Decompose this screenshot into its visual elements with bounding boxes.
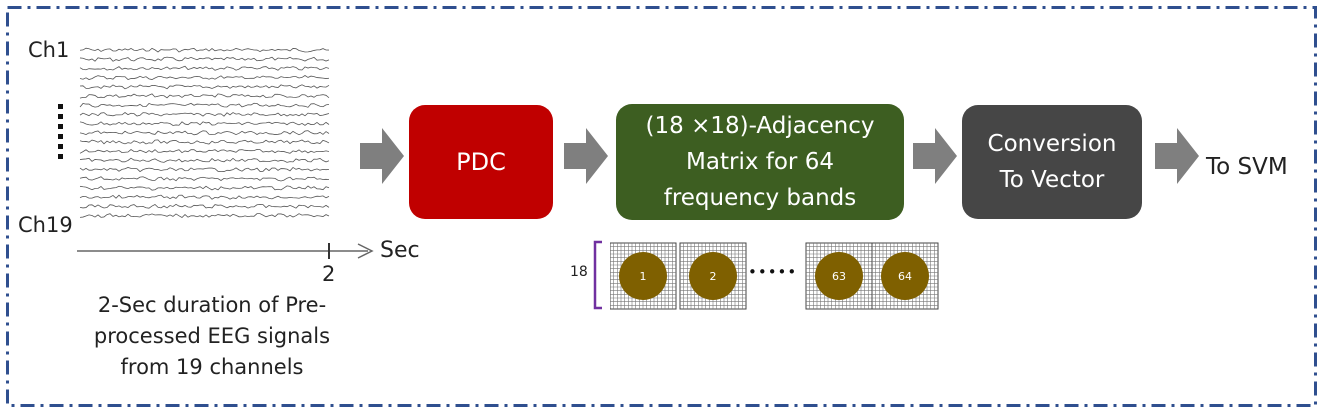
eeg-trace bbox=[79, 194, 330, 200]
matrix-tile: 2 bbox=[679, 242, 747, 310]
eeg-trace bbox=[79, 148, 330, 154]
flow-arrow-2 bbox=[564, 128, 608, 184]
eeg-trace bbox=[79, 112, 330, 117]
eeg-trace bbox=[79, 65, 330, 71]
eeg-trace bbox=[79, 166, 330, 173]
eeg-trace bbox=[79, 102, 330, 108]
frequency-band-number: 1 bbox=[640, 270, 647, 283]
flow-arrow-4 bbox=[1155, 128, 1199, 184]
eeg-trace bbox=[79, 185, 330, 191]
frequency-band-number: 2 bbox=[710, 270, 717, 283]
eeg-trace bbox=[79, 75, 330, 80]
time-axis-tick-label: 2 bbox=[322, 262, 336, 286]
frequency-band-circle bbox=[689, 252, 737, 300]
matrix-ellipsis: ••••• bbox=[748, 263, 798, 281]
eeg-trace bbox=[79, 121, 330, 126]
eeg-trace bbox=[79, 56, 330, 62]
matrix-tile: 63 bbox=[805, 242, 873, 310]
time-axis-arrowhead bbox=[357, 243, 374, 259]
adjacency-matrix-block: (18 ×18)-Adjacency Matrix for 64 frequen… bbox=[616, 104, 904, 220]
channel-ellipsis-dots bbox=[58, 104, 63, 159]
frequency-band-circle bbox=[881, 252, 929, 300]
frequency-band-number: 63 bbox=[832, 270, 846, 283]
eeg-trace bbox=[79, 84, 330, 90]
frequency-band-number: 64 bbox=[898, 270, 912, 283]
eeg-trace bbox=[79, 130, 330, 136]
eeg-trace bbox=[79, 93, 330, 99]
eeg-trace bbox=[79, 157, 330, 163]
channel-label-first: Ch1 bbox=[28, 38, 70, 62]
matrix-size-bracket bbox=[593, 240, 602, 310]
conversion-to-vector-block: Conversion To Vector bbox=[962, 105, 1142, 219]
output-label: To SVM bbox=[1206, 154, 1288, 180]
eeg-trace bbox=[79, 47, 330, 53]
frequency-band-circle bbox=[815, 252, 863, 300]
matrix-tile: 64 bbox=[871, 242, 939, 310]
eeg-signal-plot bbox=[58, 47, 374, 259]
pdc-block: PDC bbox=[409, 105, 553, 219]
eeg-caption: 2-Sec duration of Pre- processed EEG sig… bbox=[93, 293, 331, 379]
adjacency-matrices: 1 2 63 64 bbox=[610, 242, 939, 310]
matrix-size-label: 18 bbox=[570, 264, 588, 280]
eeg-traces bbox=[79, 47, 330, 219]
flow-arrow-3 bbox=[913, 128, 957, 184]
matrix-tile: 1 bbox=[610, 242, 677, 310]
eeg-trace bbox=[79, 176, 330, 182]
frequency-band-circle bbox=[619, 252, 667, 300]
dash-dot-frame bbox=[6, 6, 1317, 407]
channel-label-last: Ch19 bbox=[18, 213, 73, 237]
time-axis-unit: Sec bbox=[380, 238, 420, 263]
eeg-trace bbox=[79, 213, 330, 219]
eeg-trace bbox=[79, 139, 330, 145]
eeg-trace bbox=[79, 203, 330, 209]
flow-arrow-1 bbox=[360, 128, 404, 184]
